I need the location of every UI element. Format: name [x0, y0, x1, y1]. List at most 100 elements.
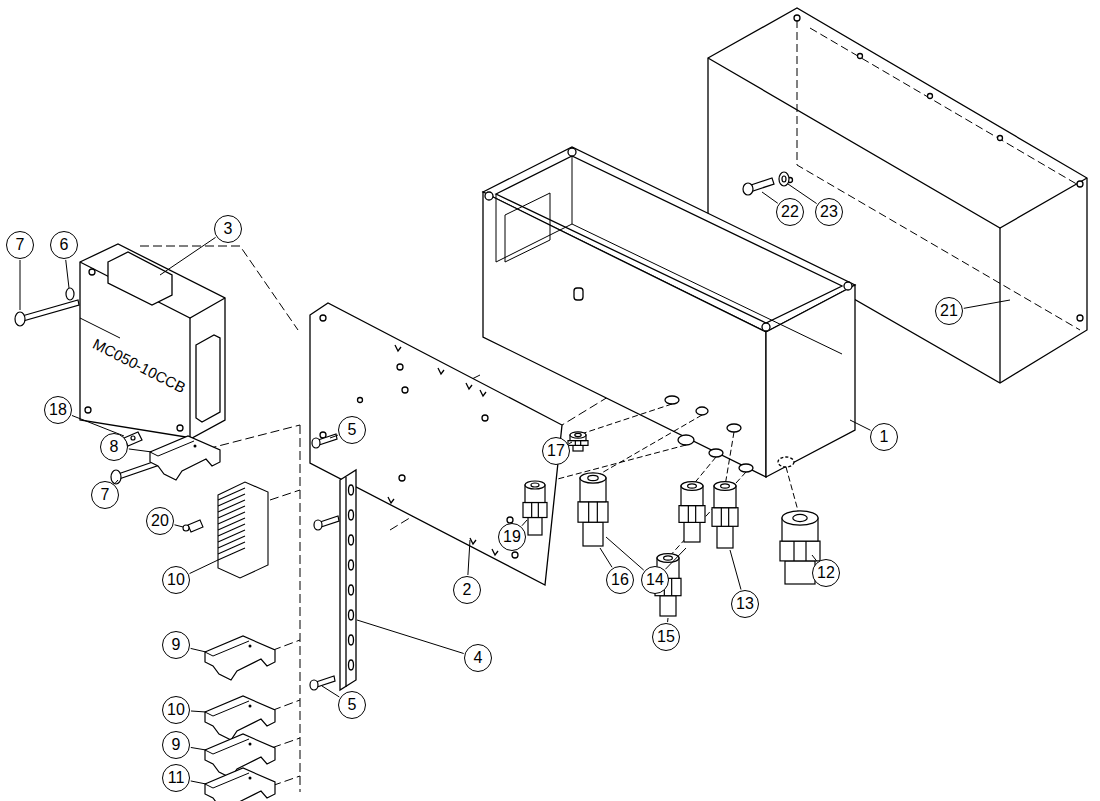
cable-gland-part	[588, 502, 589, 522]
callout-circle: 5	[338, 691, 366, 719]
callout-number: 21	[940, 303, 958, 319]
callout-number: 13	[736, 596, 754, 612]
callout-number: 5	[348, 422, 357, 438]
cable-gland-part	[597, 502, 598, 522]
cable-gland	[679, 482, 705, 542]
leader-line	[322, 686, 339, 697]
callout-number: 6	[60, 237, 69, 253]
controller-module-part	[85, 407, 91, 413]
cable-gland-part	[721, 508, 722, 527]
hole-center-lines-part	[668, 472, 746, 558]
leader-line	[606, 537, 644, 570]
controller-module-part	[80, 318, 120, 338]
din-rail-part	[349, 535, 354, 545]
callout-circle: 20	[146, 507, 174, 535]
module-screws-part	[22, 300, 79, 321]
din-rail-part	[349, 510, 354, 520]
cable-gland-part	[538, 503, 539, 518]
plate-screws-part	[310, 680, 318, 690]
callout-circle: 21	[935, 297, 963, 325]
callout-circle: 18	[44, 396, 72, 424]
mounting-plate-part	[388, 497, 498, 555]
callout-circle: 7	[6, 231, 34, 259]
cable-gland-part	[568, 441, 588, 446]
cable-gland-part	[782, 511, 818, 525]
plate-screws-part	[320, 516, 339, 527]
cover-screw-part	[779, 172, 789, 186]
din-rail-part	[349, 585, 354, 595]
din-rail	[340, 470, 356, 690]
plate-screws-part	[316, 676, 335, 687]
enclosure-box-part	[496, 194, 842, 354]
callout-circle: 13	[731, 590, 759, 618]
terminal-block-part	[183, 525, 189, 531]
enclosure-box-part	[727, 424, 741, 432]
din-rail-part	[349, 635, 354, 645]
callout-number: 4	[474, 650, 483, 666]
din-rail-part	[349, 660, 354, 670]
cable-glands	[523, 432, 820, 616]
terminal-block-part	[218, 482, 268, 578]
terminal-block-part	[218, 488, 245, 560]
leader-line	[160, 237, 216, 275]
callout-number: 22	[781, 204, 799, 220]
callout-number: 11	[168, 770, 185, 786]
din-rail-part	[349, 560, 354, 570]
mounting-plate-part	[320, 315, 326, 321]
callout-circle: 16	[606, 566, 634, 594]
callout-number: 14	[646, 572, 664, 588]
callout-number: 2	[463, 582, 472, 598]
controller-module-part	[89, 269, 95, 275]
cable-gland-part	[528, 518, 542, 536]
cable-gland-part	[780, 541, 820, 561]
cover-plate-part	[1077, 181, 1083, 187]
leader-line	[665, 548, 686, 569]
cover-plate-part	[998, 136, 1003, 141]
mounting-plate-part	[482, 415, 488, 421]
leader-line	[850, 420, 871, 430]
hole-center-lines	[535, 404, 800, 558]
callout-circle: 9	[162, 631, 190, 659]
cable-gland-part	[721, 484, 730, 488]
cable-gland-part	[588, 475, 598, 480]
cable-gland-part	[793, 541, 794, 561]
cable-gland-part	[688, 484, 697, 488]
cable-gland-part	[573, 445, 583, 451]
callout-circle: 17	[542, 437, 570, 465]
leader-line	[667, 618, 668, 622]
cable-gland-part	[684, 522, 700, 542]
cable-gland-part	[583, 522, 603, 546]
callout-number: 20	[151, 513, 169, 529]
cover-plate-part	[810, 28, 1080, 186]
cable-gland-part	[575, 441, 576, 446]
leader-line	[191, 648, 206, 652]
leader-line	[330, 435, 338, 438]
callout-circle: 7	[91, 481, 119, 509]
leader-line	[762, 192, 778, 203]
controller-module-part	[189, 318, 190, 438]
leader-line	[812, 555, 817, 561]
enclosure-box-part	[762, 323, 770, 331]
callout-circle: 12	[812, 559, 840, 587]
cable-gland-part	[695, 506, 696, 523]
module-screws-part	[111, 470, 121, 484]
callout-number: 18	[49, 402, 67, 418]
enclosure-box-part	[505, 193, 550, 262]
controller-module-part	[80, 244, 225, 438]
cable-gland-part	[681, 482, 703, 491]
callout-circle: 1	[870, 423, 898, 451]
enclosure-box-part	[568, 148, 576, 156]
leader-line	[600, 548, 612, 567]
enclosure-box-part	[739, 464, 753, 472]
callout-circle: 19	[498, 523, 526, 551]
cover-plate-part	[999, 228, 1000, 383]
terminal-block	[183, 482, 268, 578]
callout-circle: 10	[162, 566, 190, 594]
mounting-plate-part	[358, 398, 363, 403]
callout-number: 7	[16, 237, 25, 253]
callout-number: 9	[172, 737, 181, 753]
enclosure-box-part	[665, 396, 679, 404]
cable-gland-part	[580, 441, 581, 446]
enclosure-box-part	[485, 192, 493, 200]
